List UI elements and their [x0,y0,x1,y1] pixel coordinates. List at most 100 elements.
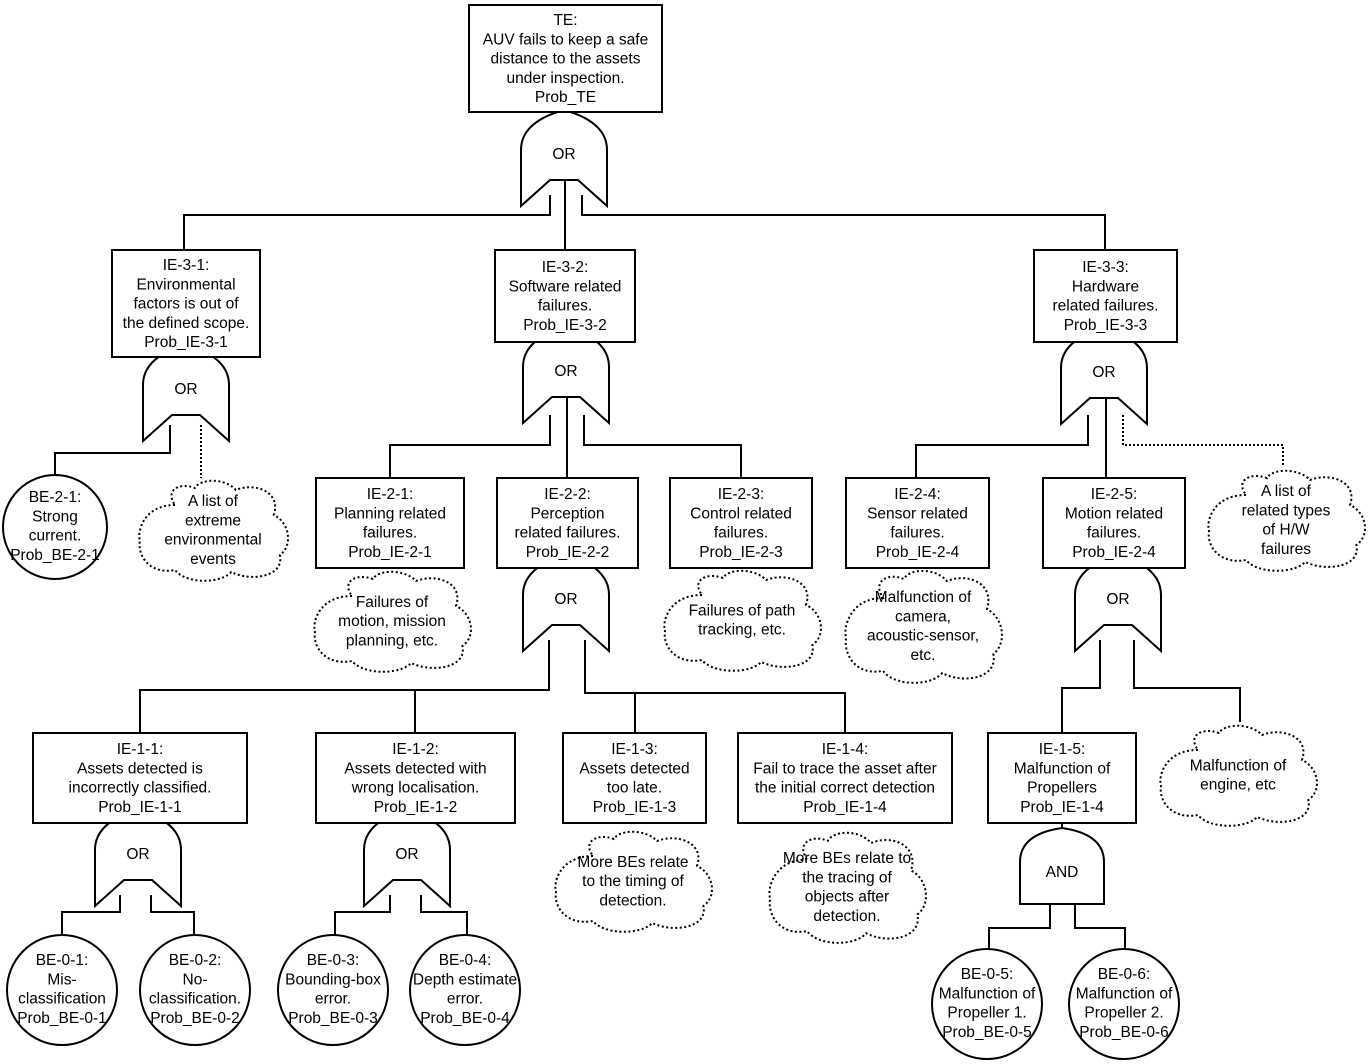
event-ie-1-4-line: Fail to trace the asset after [753,760,937,777]
basic-event-be-0-1-line: classification [18,991,106,1008]
event-ie-3-1-line: Prob_IE-3-1 [144,334,228,351]
undeveloped-engine-malfunction-line: engine, etc [1200,777,1276,794]
event-ie-2-1-line: failures. [363,525,417,542]
basic-event-be-2-1-line: Prob_BE-2-1 [10,547,100,564]
undeveloped-planning-failures-line: planning, etc. [346,632,438,649]
event-ie-2-2-line: Perception [530,505,604,522]
event-ie-2-1-text: IE-2-1: Planning related failures. Prob_IE-… [334,486,446,561]
or-gate-ie-2-5: OR [1074,553,1162,654]
or-gate-ie-1-2-label: OR [395,846,418,863]
basic-event-be-0-6-line: Prob_BE-0-6 [1079,1024,1169,1041]
event-ie-2-1-line: IE-2-1: [367,486,414,503]
event-ie-1-4-line: the initial correct detection [755,780,935,797]
basic-event-be-0-3-line: Prob_BE-0-3 [288,1010,378,1027]
event-ie-1-1-line: IE-1-1: [117,741,164,758]
or-gate-ie-3-2-label: OR [554,363,577,380]
undeveloped-hw-failures-line: failures [1261,541,1311,558]
event-ie-2-2-line: Prob_IE-2-2 [526,544,610,561]
or-gate-te-label: OR [552,146,575,163]
event-ie-1-2-line: Prob_IE-1-2 [374,799,458,816]
event-ie-2-2-box [496,477,639,569]
event-ie-3-3-line: Prob_IE-3-3 [1064,317,1148,334]
undeveloped-path-tracking-line: Failures of path [689,602,796,619]
event-ie-1-3-line: IE-1-3: [611,741,658,758]
gate-to-ie-1-1 [139,640,550,733]
event-ie-3-2-line: failures. [538,298,592,315]
event-ie-1-4-line: Prob_IE-1-4 [803,799,887,816]
event-ie-3-3-line: IE-3-3: [1082,259,1129,276]
basic-event-be-0-6-line: BE-0-6: [1098,966,1151,983]
basic-event-be-0-4-line: error. [447,991,483,1008]
event-ie-1-5-box [987,732,1137,824]
event-ie-1-5-line: Propellers [1027,780,1097,797]
or-gate-ie-1-1: OR [94,808,182,909]
basic-event-be-0-1-line: Mis- [47,971,76,988]
or-gate-ie-2-2: OR [522,553,610,654]
basic-event-be-0-1-circle [6,934,118,1046]
or-gate-ie-2-5-label: OR [1106,591,1129,608]
basic-event-be-0-4-line: Depth estimate [413,971,517,988]
undeveloped-tracing-line: More BEs relate to [783,850,911,867]
event-ie-1-4-line: IE-1-4: [822,741,869,758]
event-ie-3-3-box [1033,249,1178,343]
event-ie-2-5-line: IE-2-5: [1091,486,1138,503]
undeveloped-hw-failures-line: A list of [1261,483,1312,500]
gate-to-be-0-6 [1074,905,1126,955]
top-event-te-line: TE: [553,12,577,29]
te-gate-to-ie-3-1 [183,195,551,250]
or-gate-ie-3-1-label: OR [174,381,197,398]
undeveloped-tracing-line: objects after [805,889,889,906]
basic-event-be-2-1-line: Strong [32,508,78,525]
event-ie-1-5-line: IE-1-5: [1039,741,1086,758]
top-event-te-line: Prob_TE [535,89,596,106]
event-ie-2-3-line: Prob_IE-2-3 [699,544,783,561]
undeveloped-planning-failures-cloud [313,570,472,673]
event-ie-2-1-line: Planning related [334,505,446,522]
basic-event-be-0-5-circle [931,948,1043,1060]
event-ie-2-4-line: Prob_IE-2-4 [876,544,960,561]
event-ie-3-1-line: Environmental [136,276,235,293]
and-gate-ie-1-5-shape [1019,826,1105,905]
basic-event-be-0-3-circle [277,934,389,1046]
event-ie-1-2-line: Assets detected with [344,760,486,777]
event-ie-2-5-box [1042,477,1186,569]
event-ie-3-3-line: related failures. [1053,298,1159,315]
event-ie-2-3-line: Control related [690,505,792,522]
basic-event-be-0-6-line: Malfunction of [1076,985,1173,1002]
basic-event-be-0-1-line: Prob_BE-0-1 [17,1010,107,1027]
event-ie-1-5-line: Prob_IE-1-4 [1020,799,1104,816]
or-gate-ie-1-2: OR [363,808,451,909]
event-ie-2-1-line: Prob_IE-2-1 [348,544,432,561]
gate-to-be-0-5 [988,905,1051,955]
event-ie-1-4-text: IE-1-4: Fail to trace the asset after the … [753,741,937,816]
and-gate-ie-1-5-label: AND [1046,864,1079,881]
undeveloped-env-events-cloud [138,479,289,582]
